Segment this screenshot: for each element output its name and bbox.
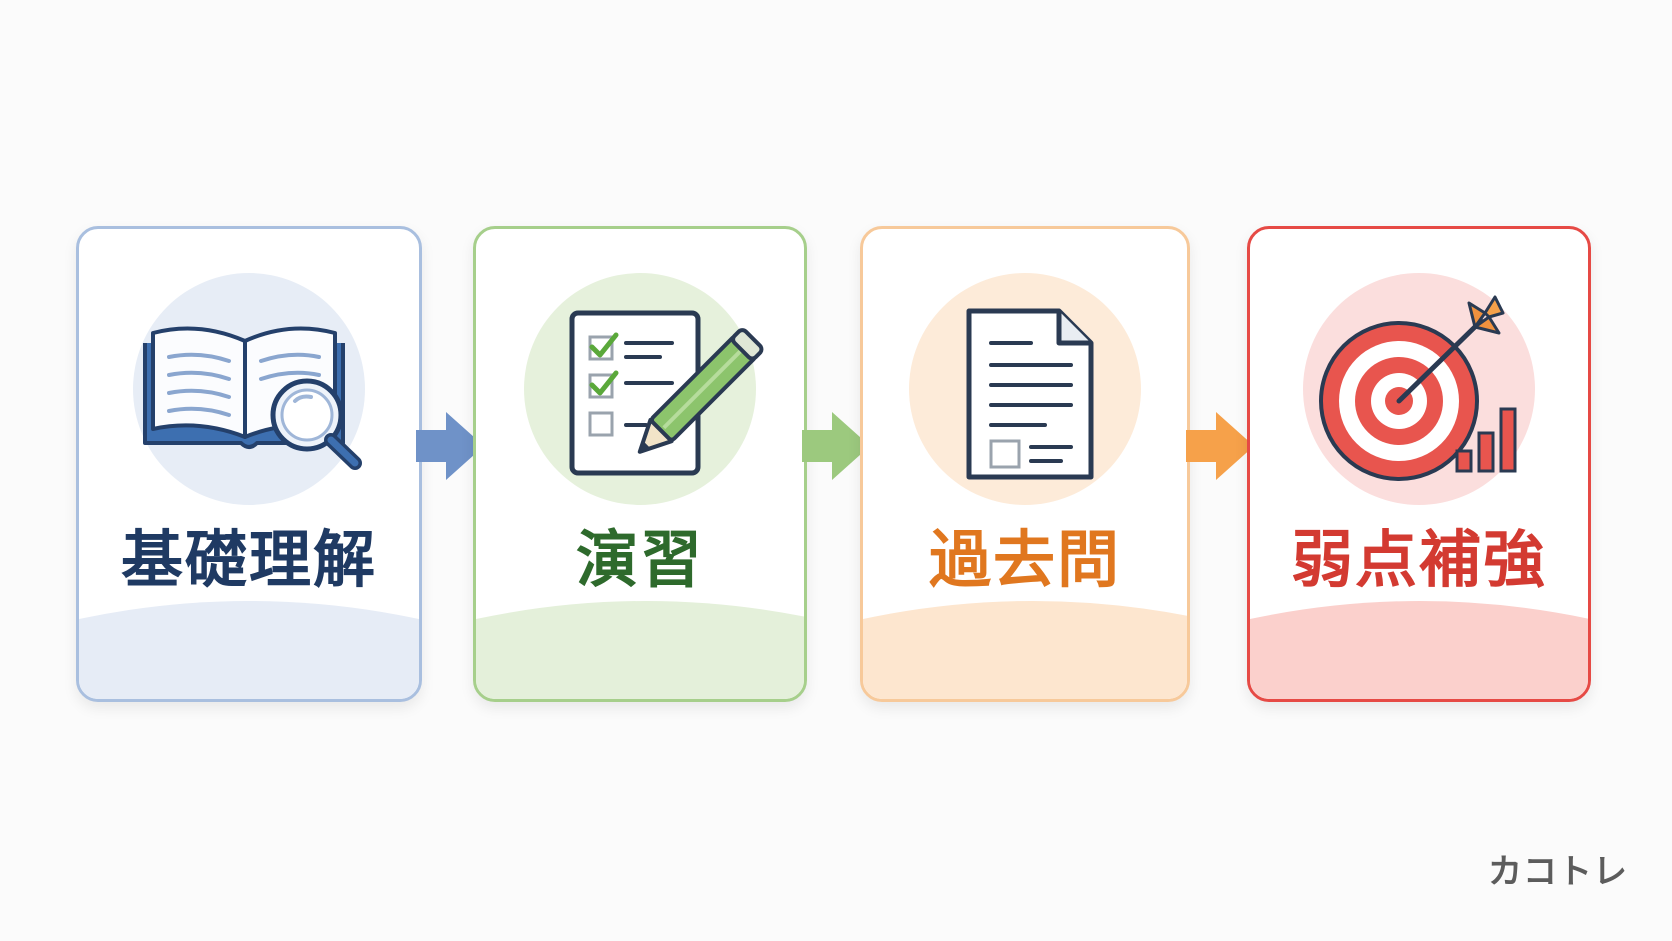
step-label: 過去問 [928,523,1121,596]
arrow-right-icon [802,412,870,480]
step-card-practice: 演習 [473,226,807,702]
brand-logo-text: カコトレ [1488,852,1628,892]
card-wave-decoration [1250,601,1588,699]
step-card-basic-understanding: 基礎理解 [76,226,422,702]
arrow-right-icon [1186,412,1254,480]
target-arrow-chart-icon [1319,295,1517,481]
step-label: 弱点補強 [1290,523,1547,596]
step-card-weakness-reinforcement: 弱点補強 [1247,226,1591,702]
step-label: 基礎理解 [120,523,377,596]
card-wave-decoration [476,601,804,699]
checklist-pencil-icon [569,310,764,476]
card-wave-decoration [79,601,419,699]
step-label: 演習 [575,523,704,596]
card-wave-decoration [863,601,1187,699]
step-card-past-exams: 過去問 [860,226,1190,702]
document-icon [966,308,1094,480]
book-magnifier-icon [143,326,362,470]
arrow-right-icon [416,412,484,480]
